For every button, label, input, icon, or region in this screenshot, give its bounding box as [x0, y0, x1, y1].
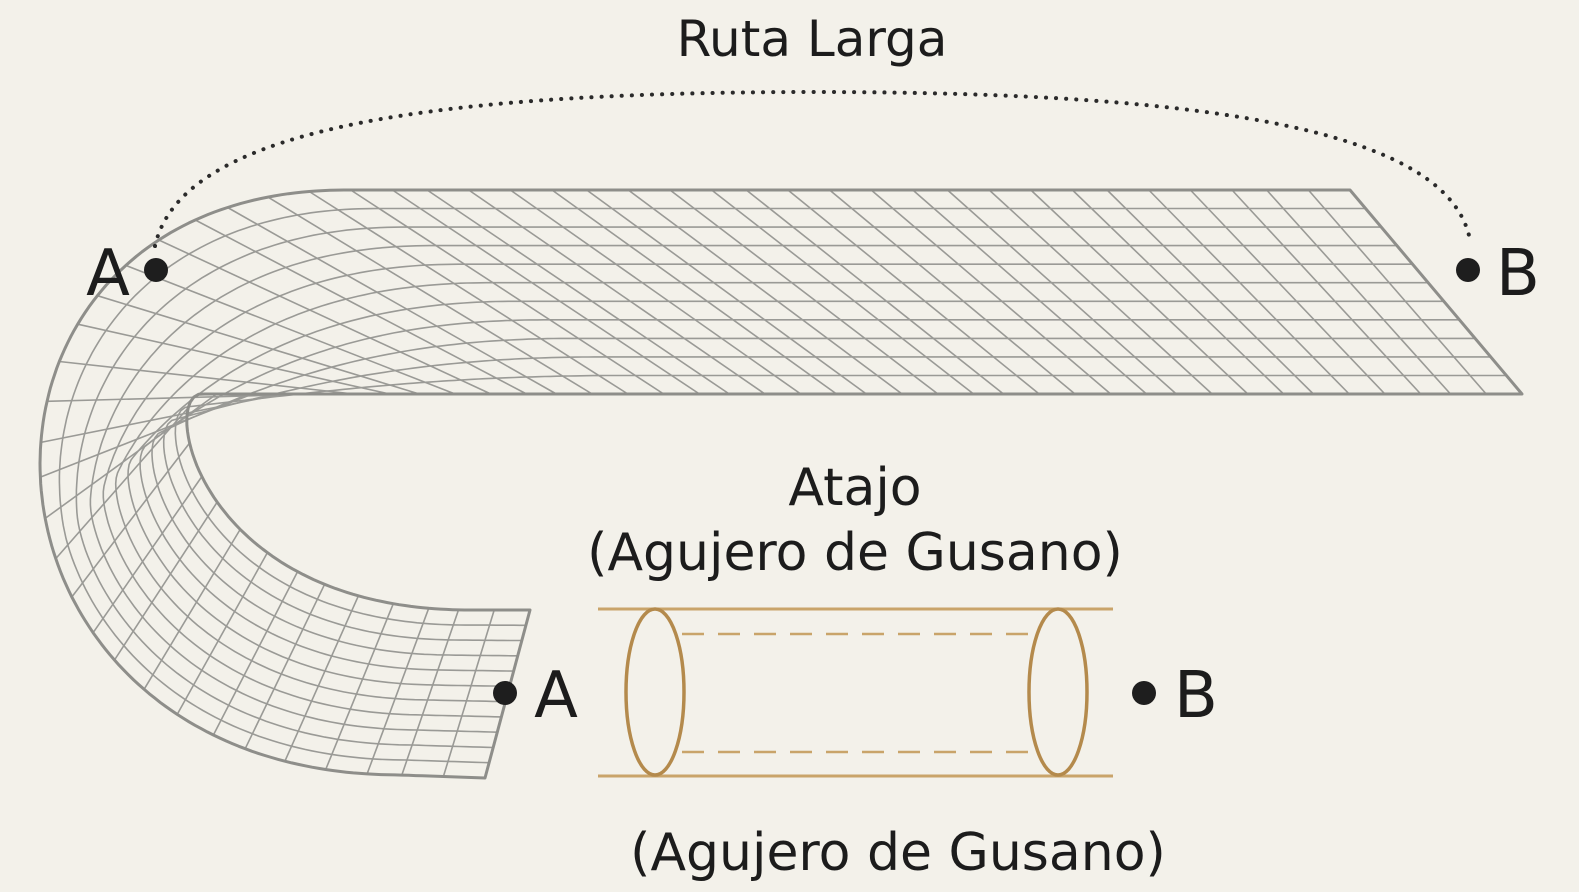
- point-a-bottom-dot: [493, 681, 517, 705]
- fabric-rung: [1307, 189, 1487, 395]
- fabric-rail: [114, 281, 1429, 703]
- fabric-rung: [366, 608, 430, 775]
- fabric-rung: [44, 393, 218, 520]
- fabric-rung: [1231, 189, 1422, 395]
- fabric-rung: [77, 323, 390, 395]
- fabric-rung: [586, 189, 867, 395]
- wormhole-label-lower: (Agujero de Gusano): [630, 823, 1166, 883]
- fabric-rung: [71, 442, 191, 598]
- fabric-rung: [227, 206, 557, 395]
- fabric-outline: [38, 188, 1524, 780]
- point-a-top-dot: [144, 258, 168, 282]
- fabric-rung: [426, 189, 730, 395]
- fabric-rung: [284, 595, 360, 762]
- fabric-rung: [1189, 189, 1386, 395]
- fabric-rung: [870, 189, 1112, 395]
- fabric-rail: [151, 337, 1476, 657]
- fabric-rung: [627, 189, 903, 395]
- fabric-rung: [244, 583, 326, 750]
- point-b-top-label: B: [1496, 237, 1540, 311]
- fabric-rail: [127, 300, 1444, 688]
- point-b-bottom-label: B: [1174, 659, 1218, 733]
- fabric-rung: [176, 552, 269, 715]
- fabric-rung: [350, 189, 665, 395]
- long-route-arc: [153, 89, 1472, 248]
- fabric-rung: [125, 264, 456, 395]
- fabric-rung: [912, 189, 1148, 395]
- fabric-rung: [113, 501, 218, 661]
- fabric-rung: [551, 189, 838, 395]
- fabric-rung: [1071, 189, 1285, 395]
- fabric-rail: [139, 319, 1460, 672]
- fabric-rail: [174, 374, 1507, 627]
- wormhole-tube: [598, 607, 1113, 778]
- spacetime-fabric-grid: [38, 188, 1524, 780]
- shortcut-label: Atajo: [788, 458, 921, 518]
- fabric-rung: [158, 239, 492, 395]
- point-a-bottom-label: A: [534, 659, 578, 733]
- fabric-rung: [442, 609, 495, 777]
- fabric-rung: [194, 219, 527, 395]
- fabric-rung: [143, 528, 241, 690]
- fabric-rail: [102, 263, 1413, 718]
- fabric-rung: [1030, 189, 1249, 395]
- fabric-rung: [92, 476, 203, 634]
- fabric-rung: [1266, 189, 1452, 395]
- fabric-rung: [829, 189, 1076, 395]
- fabric-rung: [212, 571, 299, 736]
- fabric-rail: [58, 207, 1366, 764]
- fabric-rung: [468, 189, 766, 395]
- wormhole-label-upper: (Agujero de Gusano): [587, 523, 1123, 583]
- fabric-rung: [946, 189, 1177, 395]
- fabric-rung: [391, 189, 700, 395]
- fabric-rung: [711, 189, 975, 395]
- long-route-label: Ruta Larga: [677, 10, 948, 68]
- tube-right-mouth: [1027, 607, 1089, 777]
- fabric-rail: [75, 226, 1382, 749]
- fabric-grid-lines: [40, 189, 1523, 779]
- fabric-rung: [401, 609, 460, 776]
- fabric-rung: [509, 189, 802, 395]
- point-b-top-dot: [1456, 258, 1480, 282]
- fabric-rung: [59, 360, 354, 395]
- fabric-rung: [97, 294, 420, 395]
- fabric-rung: [1148, 189, 1350, 395]
- fabric-rung: [988, 189, 1213, 395]
- fabric-rung: [669, 189, 939, 395]
- fabric-rung: [324, 603, 395, 770]
- fabric-rung: [1106, 189, 1314, 395]
- fabric-rung: [308, 190, 629, 395]
- fabric-rung: [745, 189, 1004, 395]
- fabric-rung: [787, 189, 1040, 395]
- point-b-bottom-dot: [1132, 681, 1156, 705]
- fabric-rung: [267, 196, 593, 395]
- fabric-rail: [162, 356, 1491, 642]
- tube-left-mouth: [624, 607, 686, 777]
- fabric-rail: [89, 244, 1397, 733]
- point-a-top-label: A: [86, 237, 130, 311]
- fabric-rung: [55, 407, 189, 560]
